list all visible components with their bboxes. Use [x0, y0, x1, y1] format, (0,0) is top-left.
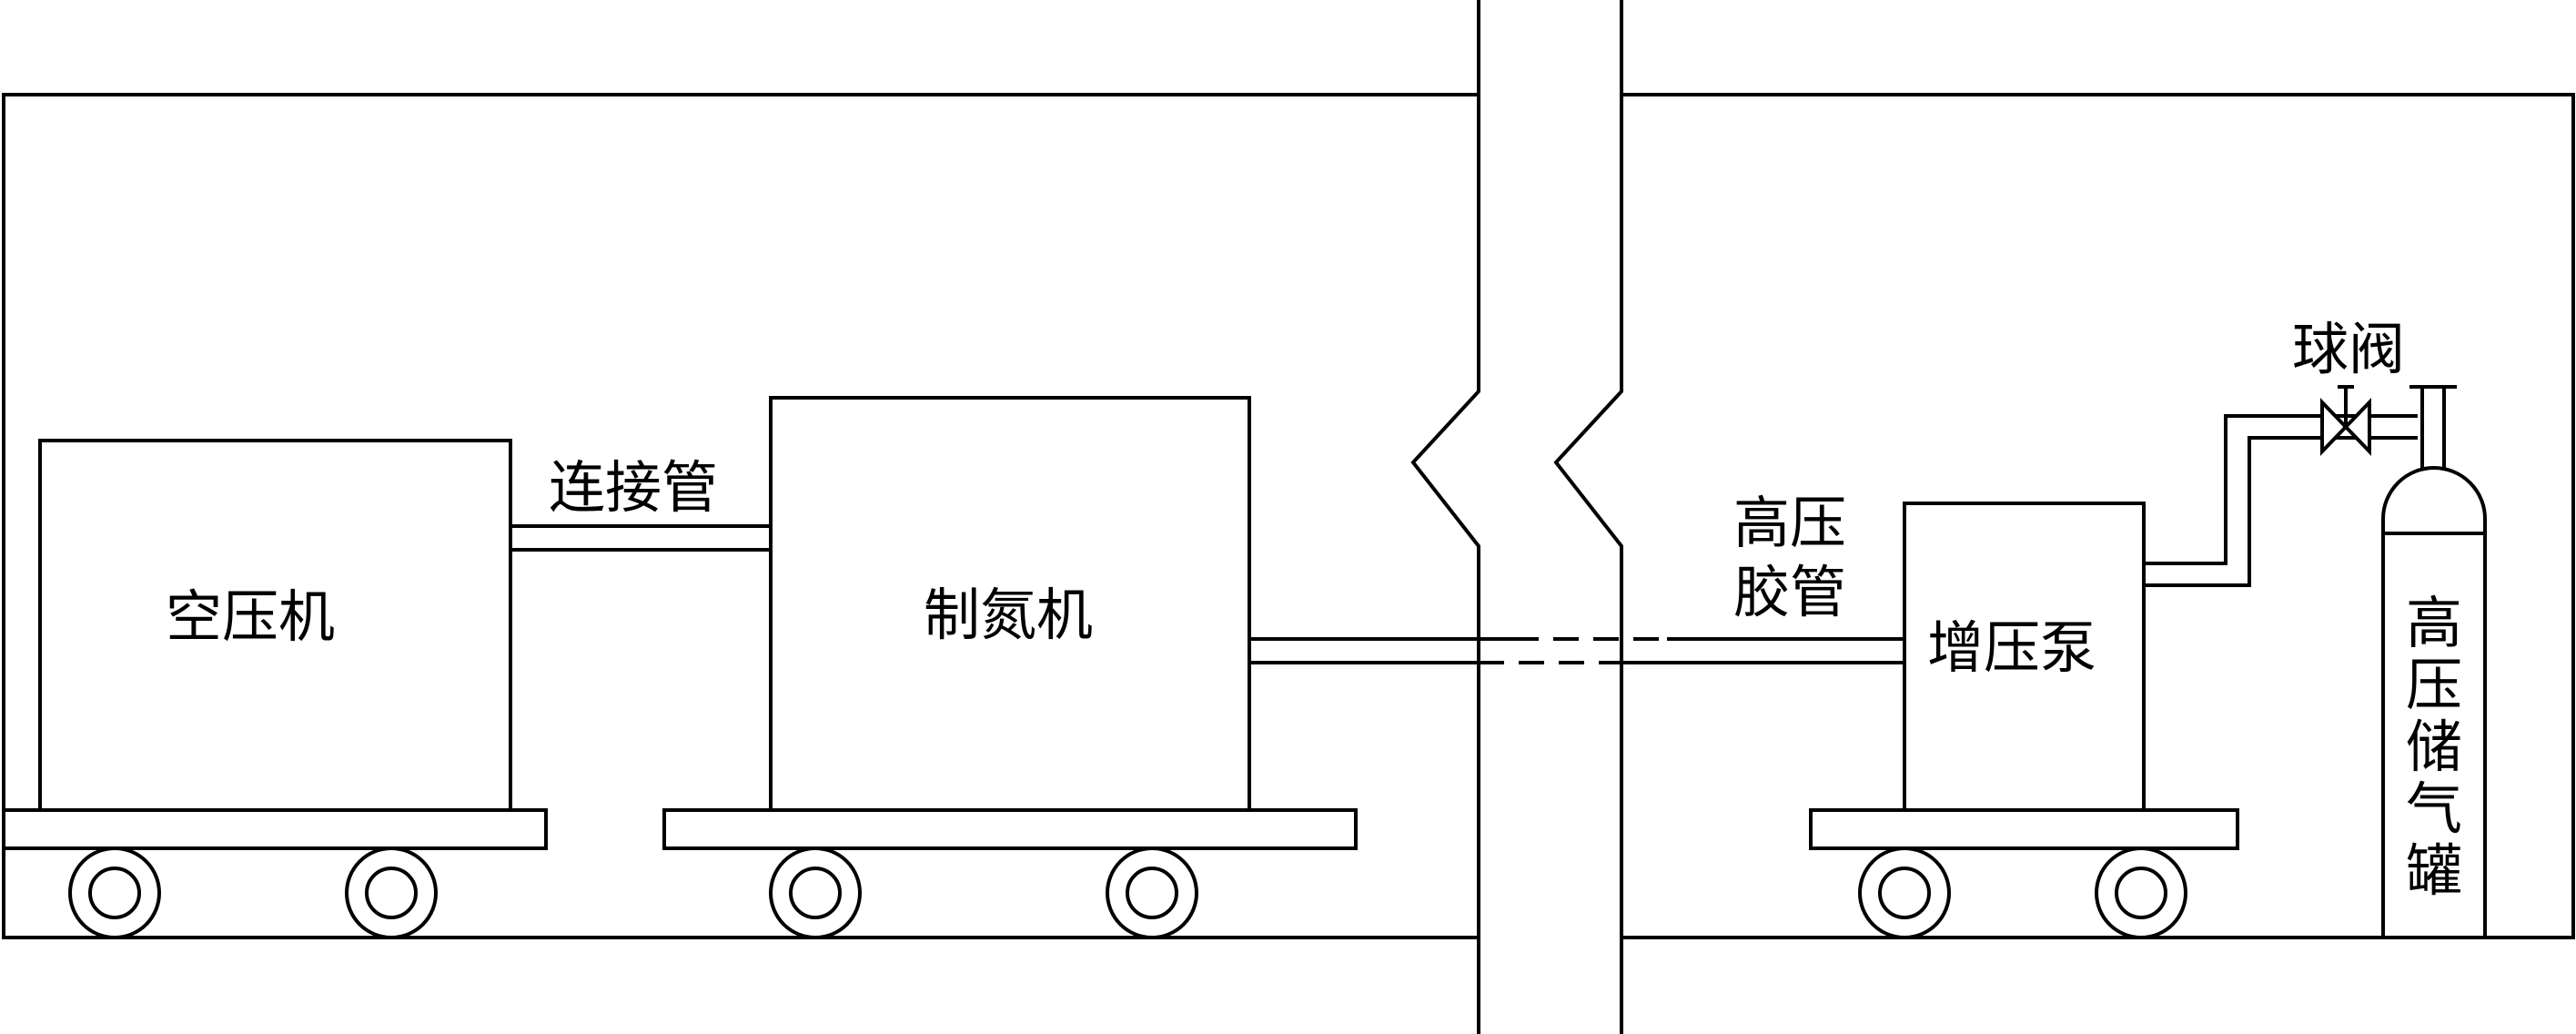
wheel [2095, 846, 2187, 939]
booster-pump-label: 增压泵 [1927, 614, 2096, 681]
wheel [1106, 846, 1198, 939]
tank-label-char3: 储 [2406, 714, 2462, 780]
tank-body [2381, 466, 2487, 938]
air-compressor-unit: 空压机 [2, 439, 548, 939]
cart-platform [2, 808, 548, 850]
tank-label-char4: 气 [2406, 776, 2462, 842]
cart-platform [1809, 808, 2239, 850]
booster-pump-unit: 增压泵 [1809, 502, 2239, 939]
connecting-pipe-label: 连接管 [549, 454, 718, 521]
nitrogen-generator-unit: 制氮机 [662, 396, 1358, 939]
wheel [345, 846, 438, 939]
hp-hose-label-line2: 胶管 [1733, 559, 1846, 625]
hp-hose-label-line1: 高压 [1733, 490, 1846, 556]
hp-storage-tank: 高 压 储 气 罐 [2381, 385, 2487, 938]
wheel [1858, 846, 1951, 939]
left-room [2, 93, 1479, 939]
wheel [68, 846, 161, 939]
tank-label-char5: 罐 [2406, 837, 2462, 904]
wheel [769, 846, 862, 939]
ball-valve-label: 球阀 [2292, 316, 2405, 382]
cart-platform [662, 808, 1358, 850]
nitrogen-generator-label: 制氮机 [924, 582, 1093, 648]
connecting-pipe: 连接管 [510, 454, 771, 552]
tank-label-char1: 高 [2406, 590, 2462, 656]
tank-label-char2: 压 [2406, 652, 2462, 718]
break-symbol [1410, 0, 1623, 1034]
air-compressor-label: 空压机 [166, 583, 335, 650]
outlet-pipe [2144, 414, 2418, 587]
high-pressure-hose: 高压 胶管 [1249, 490, 1904, 664]
right-room [1621, 93, 2575, 939]
ball-valve: 球阀 [2292, 316, 2405, 456]
